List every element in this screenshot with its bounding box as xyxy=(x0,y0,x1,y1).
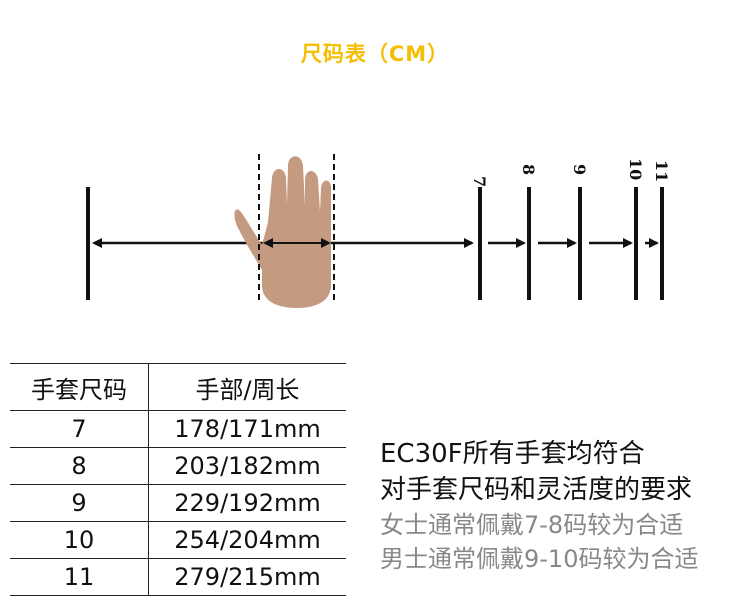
size-table: 手套尺码 手部/周长 7 178/171mm 8 203/182mm 9 229… xyxy=(10,363,346,596)
cell-size: 9 xyxy=(10,484,149,522)
cell-measure: 178/171mm xyxy=(148,410,346,448)
table-row: 11 279/215mm xyxy=(10,558,346,596)
column-header-size: 手套尺码 xyxy=(10,363,149,411)
note-line-women: 女士通常佩戴7-8码较为合适 xyxy=(380,511,684,539)
cell-size: 10 xyxy=(10,521,149,559)
cell-measure: 229/192mm xyxy=(148,484,346,522)
cell-measure: 279/215mm xyxy=(148,558,346,596)
table-row: 10 254/204mm xyxy=(10,521,346,559)
table-row: 8 203/182mm xyxy=(10,447,346,485)
column-header-measure: 手部/周长 xyxy=(148,363,346,411)
note-line-compliance: EC30F所有手套均符合 xyxy=(380,439,645,469)
size-marker-10-label: 10 xyxy=(626,158,645,180)
size-marker-7-label: 7 xyxy=(470,176,489,187)
size-marker-11-label: 11 xyxy=(652,160,671,182)
hand-icon xyxy=(234,156,331,308)
size-marker-8-label: 8 xyxy=(519,164,538,175)
cell-size: 11 xyxy=(10,558,149,596)
table-row: 7 178/171mm xyxy=(10,410,346,448)
table-row: 9 229/192mm xyxy=(10,484,346,522)
cell-measure: 203/182mm xyxy=(148,447,346,485)
note-line-men: 男士通常佩戴9-10码较为合适 xyxy=(380,545,699,573)
page-title: 尺码表（CM） xyxy=(300,42,450,66)
note-line-requirement: 对手套尺码和灵活度的要求 xyxy=(380,475,693,505)
cell-size: 7 xyxy=(10,410,149,448)
size-note: EC30F所有手套均符合 对手套尺码和灵活度的要求 女士通常佩戴7-8码较为合适… xyxy=(380,436,698,576)
size-marker-9-label: 9 xyxy=(570,164,589,175)
table-header-row: 手套尺码 手部/周长 xyxy=(10,363,346,411)
size-ruler-diagram: 7 8 9 10 11 xyxy=(86,154,671,308)
cell-size: 8 xyxy=(10,447,149,485)
cell-measure: 254/204mm xyxy=(148,521,346,559)
